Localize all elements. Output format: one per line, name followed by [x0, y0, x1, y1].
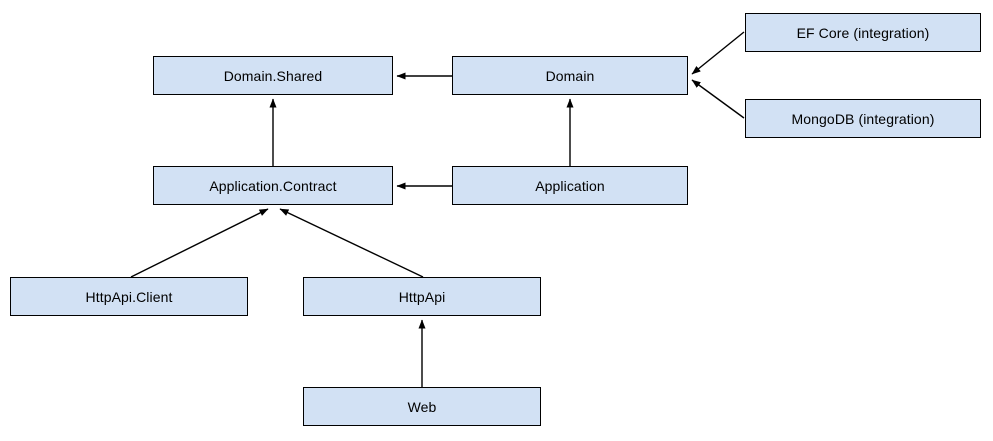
node-label-httpapi-client: HttpApi.Client [85, 288, 173, 305]
node-label-domain: Domain [545, 67, 595, 84]
node-mongodb[interactable]: MongoDB (integration) [745, 99, 981, 138]
node-domain-shared[interactable]: Domain.Shared [153, 56, 393, 95]
node-label-ef-core: EF Core (integration) [796, 24, 930, 41]
node-httpapi-client[interactable]: HttpApi.Client [10, 277, 248, 316]
edge-ef-core-to-domain [691, 31, 745, 75]
node-application-contract[interactable]: Application.Contract [153, 166, 393, 205]
edge-httpapi-to-application-contract [279, 208, 424, 278]
node-label-httpapi: HttpApi [398, 288, 446, 305]
node-label-application-contract: Application.Contract [209, 177, 337, 194]
edge-httpapi-client-to-application-contract [130, 208, 269, 278]
node-label-domain-shared: Domain.Shared [223, 67, 323, 84]
node-label-mongodb: MongoDB (integration) [791, 110, 935, 127]
node-web[interactable]: Web [303, 387, 541, 426]
node-ef-core[interactable]: EF Core (integration) [745, 13, 981, 52]
node-label-web: Web [407, 398, 437, 415]
node-label-application: Application [535, 177, 605, 194]
node-application[interactable]: Application [452, 166, 688, 205]
node-domain[interactable]: Domain [452, 56, 688, 95]
node-httpapi[interactable]: HttpApi [303, 277, 541, 316]
edge-mongodb-to-domain [691, 79, 745, 119]
